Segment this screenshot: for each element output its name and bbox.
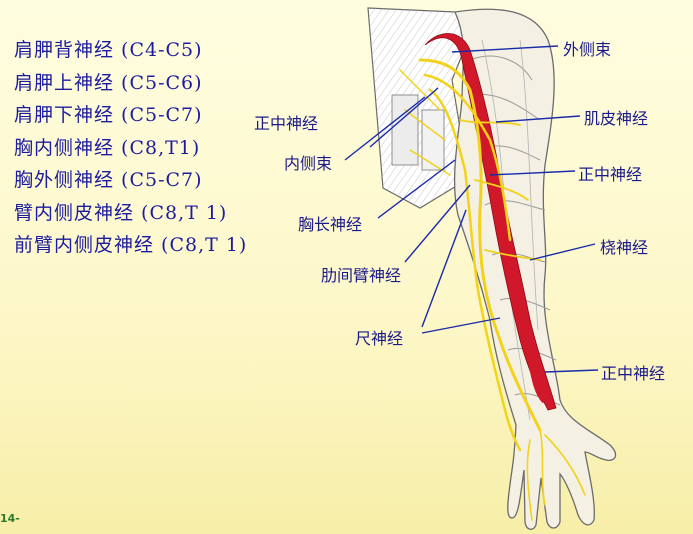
nerve-list-item: 肩胛上神经 (C5-C6) (14, 71, 203, 94)
page-number: 14- (0, 512, 20, 525)
nerve-network (399, 58, 586, 521)
label-intercostobrachial-nerve: 肋间臂神经 (321, 266, 402, 285)
label-lateral-cord: 外侧束 (563, 40, 612, 59)
chest-wall-flap (367, 7, 469, 209)
nerve-list-item: 肩胛下神经 (C5-C7) (14, 104, 203, 126)
leader-lines (344, 45, 599, 373)
nerve-list-item: 胸外侧神经 (C5-C7) (14, 169, 203, 191)
label-musculocutaneous-nerve: 肌皮神经 (584, 109, 649, 128)
label-radial-nerve: 桡神经 (600, 238, 649, 257)
label-medial-cord: 内侧束 (284, 154, 333, 173)
label-median-nerve-left: 正中神经 (254, 114, 319, 133)
brachial-plexus-branch-list: 肩胛背神经 (C4-C5) 肩胛上神经 (C5-C6) 肩胛下神经 (C5-C7… (14, 34, 247, 262)
nerve-list-item: 前臂内侧皮神经 (C8,T 1) (14, 234, 248, 256)
nerve-list-item: 臂内侧皮神经 (C8,T 1) (14, 201, 228, 224)
nerve-list-item: 胸内侧神经 (C8,T1) (14, 136, 201, 159)
label-median-nerve-lower: 正中神经 (601, 364, 666, 383)
label-median-nerve-upper: 正中神经 (578, 165, 643, 184)
nerve-list-item: 肩胛背神经 (C4-C5) (14, 39, 203, 61)
label-long-thoracic-nerve: 胸长神经 (298, 215, 363, 234)
label-ulnar-nerve: 尺神经 (355, 329, 404, 348)
radial-artery (518, 299, 546, 404)
